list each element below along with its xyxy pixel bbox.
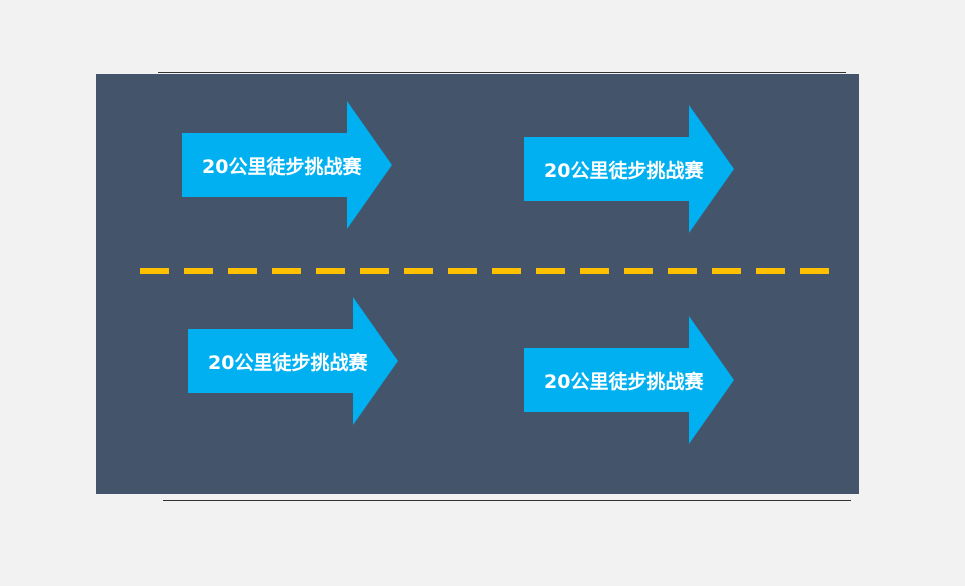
arrow-label: 20公里徒步挑战赛 bbox=[544, 159, 704, 182]
arrow-top-right: 20公里徒步挑战赛 bbox=[524, 105, 734, 233]
divider-dash bbox=[272, 268, 301, 274]
divider-dash bbox=[492, 268, 521, 274]
arrow-bottom-left: 20公里徒步挑战赛 bbox=[188, 297, 398, 425]
top-border-line bbox=[158, 72, 846, 73]
divider-dash bbox=[140, 268, 169, 274]
divider-dash bbox=[448, 268, 477, 274]
right-arrow-icon bbox=[188, 297, 398, 425]
arrow-shape bbox=[524, 316, 734, 444]
arrow-label: 20公里徒步挑战赛 bbox=[202, 155, 362, 178]
arrow-shape bbox=[188, 297, 398, 425]
divider-dash bbox=[316, 268, 345, 274]
arrow-shape bbox=[524, 105, 734, 233]
divider-dash bbox=[756, 268, 785, 274]
divider-dash bbox=[712, 268, 741, 274]
divider-dash bbox=[360, 268, 389, 274]
divider-dash bbox=[668, 268, 697, 274]
divider-dash bbox=[536, 268, 565, 274]
right-arrow-icon bbox=[524, 316, 734, 444]
arrow-label: 20公里徒步挑战赛 bbox=[208, 351, 368, 374]
arrow-label: 20公里徒步挑战赛 bbox=[544, 370, 704, 393]
slide-panel: 20公里徒步挑战赛 20公里徒步挑战赛 20公里徒步挑战赛 20公里徒步挑战赛 bbox=[96, 74, 859, 494]
divider-dash bbox=[580, 268, 609, 274]
divider-dash bbox=[228, 268, 257, 274]
divider-dash bbox=[800, 268, 829, 274]
right-arrow-icon bbox=[182, 101, 392, 229]
divider-dash bbox=[624, 268, 653, 274]
arrow-shape bbox=[182, 101, 392, 229]
right-arrow-icon bbox=[524, 105, 734, 233]
divider-dash bbox=[404, 268, 433, 274]
bottom-border-line bbox=[163, 500, 851, 501]
dashed-divider bbox=[140, 268, 829, 274]
arrow-bottom-right: 20公里徒步挑战赛 bbox=[524, 316, 734, 444]
arrow-top-left: 20公里徒步挑战赛 bbox=[182, 101, 392, 229]
divider-dash bbox=[184, 268, 213, 274]
